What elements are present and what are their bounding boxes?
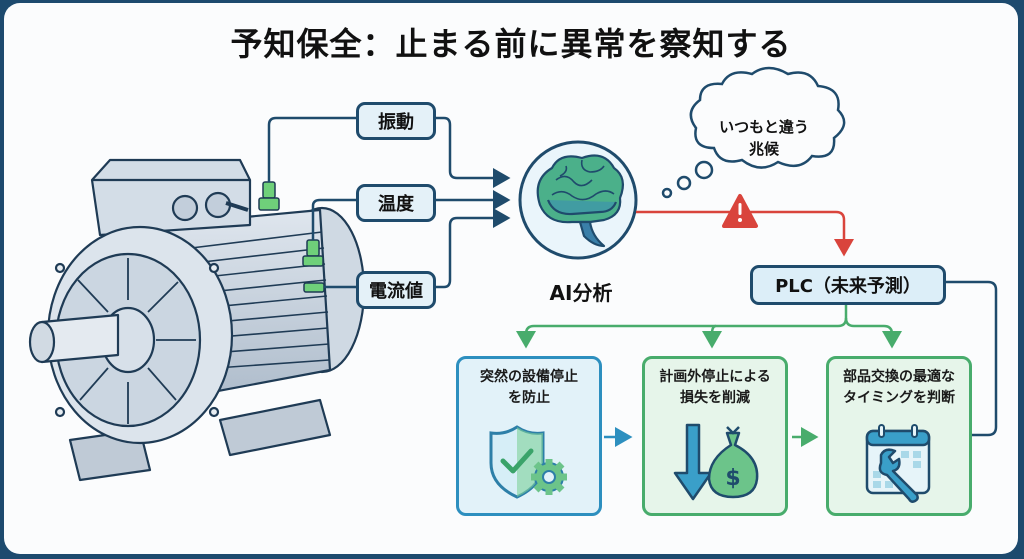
diagram-canvas xyxy=(28,66,998,482)
svg-text:$: $ xyxy=(725,466,740,491)
thought-bubble-text: いつもと違う 兆候 xyxy=(694,116,834,160)
ai-brain-circle xyxy=(518,140,638,260)
money-down-icon: $ xyxy=(673,423,759,501)
outcome-card-replacement-timing: 部品交換の最適な タイミングを判断 xyxy=(826,356,972,516)
outcome-text: 部品交換の最適な タイミングを判断 xyxy=(843,369,955,406)
sensor-label-current: 電流値 xyxy=(356,271,436,309)
sensor-label-vibration: 振動 xyxy=(356,102,436,140)
temperature-sensor xyxy=(302,239,324,267)
alert-connector xyxy=(636,194,854,257)
thought-line-1: いつもと違う xyxy=(719,118,809,136)
sensor-wires xyxy=(267,116,356,289)
motor-illustration xyxy=(28,158,366,482)
vibration-sensor xyxy=(258,181,280,211)
ai-analysis-label: AI分析 xyxy=(549,281,613,305)
outcome-text: 突然の設備停止 を防止 xyxy=(480,369,578,406)
outcome-card-prevent-stop: 突然の設備停止 を防止 xyxy=(456,356,602,516)
diagram-frame: 予知保全：止まる前に異常を察知する xyxy=(4,3,1018,554)
warning-icon xyxy=(722,194,758,228)
current-sensor xyxy=(303,282,325,293)
shield-check-gear-icon xyxy=(489,425,567,499)
sensor-label-temperature: 温度 xyxy=(356,184,436,222)
outcome-card-reduce-loss: 計画外停止による 損失を削減 $ xyxy=(642,356,788,516)
plc-feedback-line xyxy=(942,280,998,437)
outcome-text: 計画外停止による 損失を削減 xyxy=(659,369,771,406)
plc-box: PLC（未来予測） xyxy=(750,265,946,305)
plc-branch-arrows xyxy=(516,302,902,349)
ai-input-arrows xyxy=(432,116,511,289)
page-title: 予知保全：止まる前に異常を察知する xyxy=(230,25,792,63)
thought-line-2: 兆候 xyxy=(748,140,779,158)
calendar-wrench-icon xyxy=(865,424,931,503)
brain-icon xyxy=(536,154,625,248)
thought-bubble xyxy=(661,66,846,199)
